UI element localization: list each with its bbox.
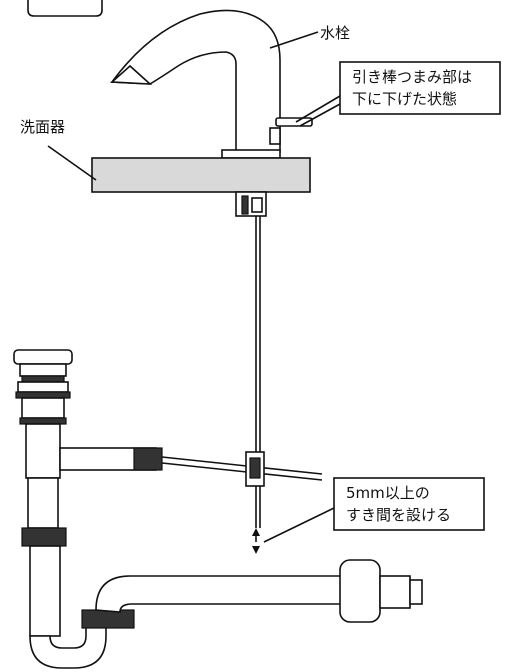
faucet-leader bbox=[269, 31, 319, 49]
basin-deck bbox=[91, 157, 311, 193]
handle-note-line1: 引き棒つまみ部は bbox=[352, 68, 472, 86]
gap-note-line1: 5mm以上の bbox=[346, 484, 430, 502]
gap-callout: 5mm以上の すき間を設ける bbox=[263, 477, 485, 543]
label-faucet: 水栓 bbox=[320, 24, 350, 42]
handle-callout: 引き棒つまみ部は 下に下げた状態 bbox=[295, 61, 501, 127]
gap-note-line2: すき間を設ける bbox=[346, 506, 451, 524]
popup-drain bbox=[13, 349, 323, 637]
faucet-underbody bbox=[235, 191, 267, 217]
p-trap bbox=[29, 559, 423, 669]
faucet bbox=[110, 9, 313, 159]
basin-leader bbox=[47, 145, 97, 181]
label-basin: 洗面器 bbox=[20, 118, 65, 136]
corner-tab bbox=[27, 0, 103, 17]
gap-indicator bbox=[252, 528, 260, 554]
handle-note-line2: 下に下げた状態 bbox=[352, 90, 457, 108]
